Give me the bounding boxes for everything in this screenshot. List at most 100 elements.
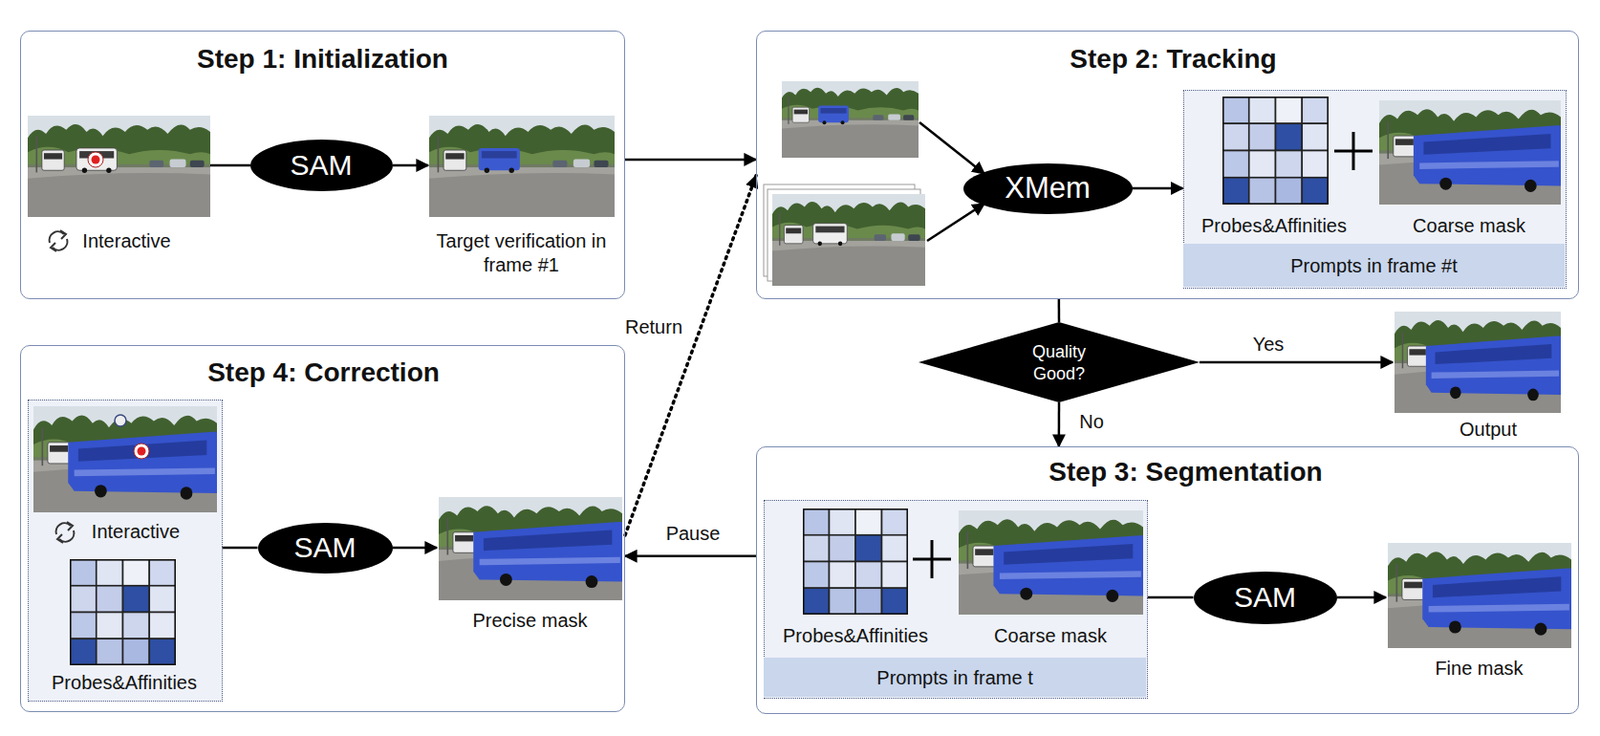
- video-frame: [429, 115, 615, 217]
- mask-frame: [1394, 311, 1561, 413]
- node-text: Interactive: [82, 228, 171, 253]
- mask-frame: [1379, 100, 1561, 205]
- model-ellipse: SAM: [258, 522, 393, 574]
- video-frame: [27, 115, 211, 217]
- flow-arrow: [1337, 596, 1386, 600]
- click-point: [87, 151, 104, 168]
- flow-arrow: [1058, 402, 1061, 447]
- flow-arrow: [625, 158, 757, 162]
- flow-arrow: [222, 546, 259, 550]
- step-panel: Step 4: CorrectionPrecise mask Interactiv…: [20, 345, 626, 713]
- edge-label: Return: [622, 315, 686, 340]
- mask-frame: [958, 510, 1144, 615]
- video-frame: [772, 194, 926, 286]
- node-text: Target verification in frame #1: [435, 229, 608, 278]
- click-point: [91, 155, 101, 165]
- click-point: [137, 447, 147, 456]
- node-text: Probes&Affinities: [782, 624, 929, 649]
- plus-sign: [930, 540, 934, 579]
- flow-arrow: [625, 555, 757, 559]
- edge-label: No: [1076, 410, 1107, 434]
- mask-frame: [1387, 542, 1572, 649]
- prompt-ground: [27, 399, 223, 702]
- decision-diamond: Quality Good?: [918, 322, 1200, 403]
- edge-label: Pause: [663, 521, 724, 546]
- mask-frame: [438, 497, 623, 601]
- video-frame: [429, 115, 615, 217]
- node-text: Probes&Affinities: [1201, 214, 1347, 238]
- mask-frame: [1379, 100, 1561, 205]
- node-text: Precise mask: [472, 607, 587, 632]
- step-title: Step 3: Segmentation: [1048, 454, 1322, 488]
- mask-frame: [1387, 542, 1572, 649]
- node-text: SAM: [293, 529, 356, 566]
- mask-frame: [473, 521, 623, 588]
- mask-frame: [1422, 567, 1572, 635]
- video-frame: [772, 194, 926, 286]
- prompt-band: Prompts in frame #t: [1183, 243, 1565, 287]
- mask-frame: [67, 432, 217, 500]
- mask-frame: [1413, 125, 1561, 193]
- flow-arrow: [1132, 187, 1184, 191]
- model-ellipse: SAM: [1193, 571, 1338, 625]
- step-panel: Step 1: InitializationInteractiveTarget …: [20, 30, 626, 300]
- mask-frame: [33, 406, 217, 513]
- return-arrow: [625, 175, 757, 536]
- mask-frame: [1394, 311, 1561, 413]
- flow-arrow: [392, 546, 437, 550]
- node-text: Prompts in frame t: [876, 665, 1033, 690]
- mask-frame: [993, 535, 1144, 603]
- node-text: Interactive: [91, 519, 180, 544]
- mask-frame: [958, 510, 1144, 615]
- node-text: SAM: [1233, 579, 1297, 616]
- free-label: Output: [1459, 417, 1517, 442]
- node-text: Prompts in frame #t: [1290, 253, 1458, 278]
- free-label: Yes: [1253, 332, 1285, 357]
- step-title: Step 2: Tracking: [1069, 41, 1276, 75]
- step-title: Step 4: Correction: [207, 354, 440, 389]
- video-frame: [781, 81, 919, 158]
- flow-arrow: [927, 203, 985, 241]
- prompt-ground: [1183, 89, 1567, 289]
- video-frame: [478, 148, 520, 173]
- node-text: Quality Good?: [1016, 341, 1103, 385]
- affinity-grid: [69, 559, 176, 666]
- mask-frame: [1426, 335, 1561, 401]
- node-text: XMem: [1004, 170, 1091, 208]
- node-text: Probes&Affinities: [51, 670, 197, 695]
- click-point: [114, 414, 127, 427]
- flow-line: [210, 164, 251, 168]
- flow-arrow: [392, 164, 429, 168]
- node-text: Fine mask: [1434, 655, 1523, 680]
- node-text: Coarse mask: [994, 624, 1107, 649]
- video-frame: [813, 223, 848, 247]
- model-ellipse: XMem: [963, 163, 1133, 215]
- affinity-grid: [1222, 96, 1329, 205]
- interactive-icon: [56, 521, 75, 543]
- step-panel: Step 2: TrackingXMemProbes&Affinities Coa…: [756, 30, 1579, 300]
- model-ellipse: SAM: [250, 139, 393, 192]
- click-point: [133, 443, 150, 459]
- video-frame: [818, 106, 849, 126]
- mask-frame: [438, 497, 623, 601]
- node-text: SAM: [289, 147, 352, 184]
- flow-arrow: [919, 122, 985, 174]
- affinity-grid: [802, 508, 909, 615]
- video-frame: [27, 115, 211, 217]
- mask-frame: [33, 406, 217, 513]
- video-frame: [781, 81, 919, 158]
- diamond-shape: [918, 322, 1200, 403]
- interactive-icon: [49, 230, 68, 252]
- prompt-box: InteractiveProbes&Affinities: [27, 399, 223, 702]
- plus-sign: [1352, 131, 1356, 171]
- flow-arrow: [1147, 596, 1194, 600]
- step-panel: Step 3: SegmentationFine mask Probes&Affi…: [756, 446, 1579, 714]
- flow-arrow: [1058, 299, 1061, 323]
- prompt-band: Prompts in frame t: [763, 657, 1146, 697]
- diamond-shape: [918, 322, 1200, 403]
- flow-arrow: [1199, 361, 1393, 365]
- node-text: Coarse mask: [1412, 214, 1526, 238]
- prompt-ground: [763, 499, 1148, 699]
- prompt-box: Probes&Affinities Coarse maskPrompts in f…: [1183, 89, 1567, 289]
